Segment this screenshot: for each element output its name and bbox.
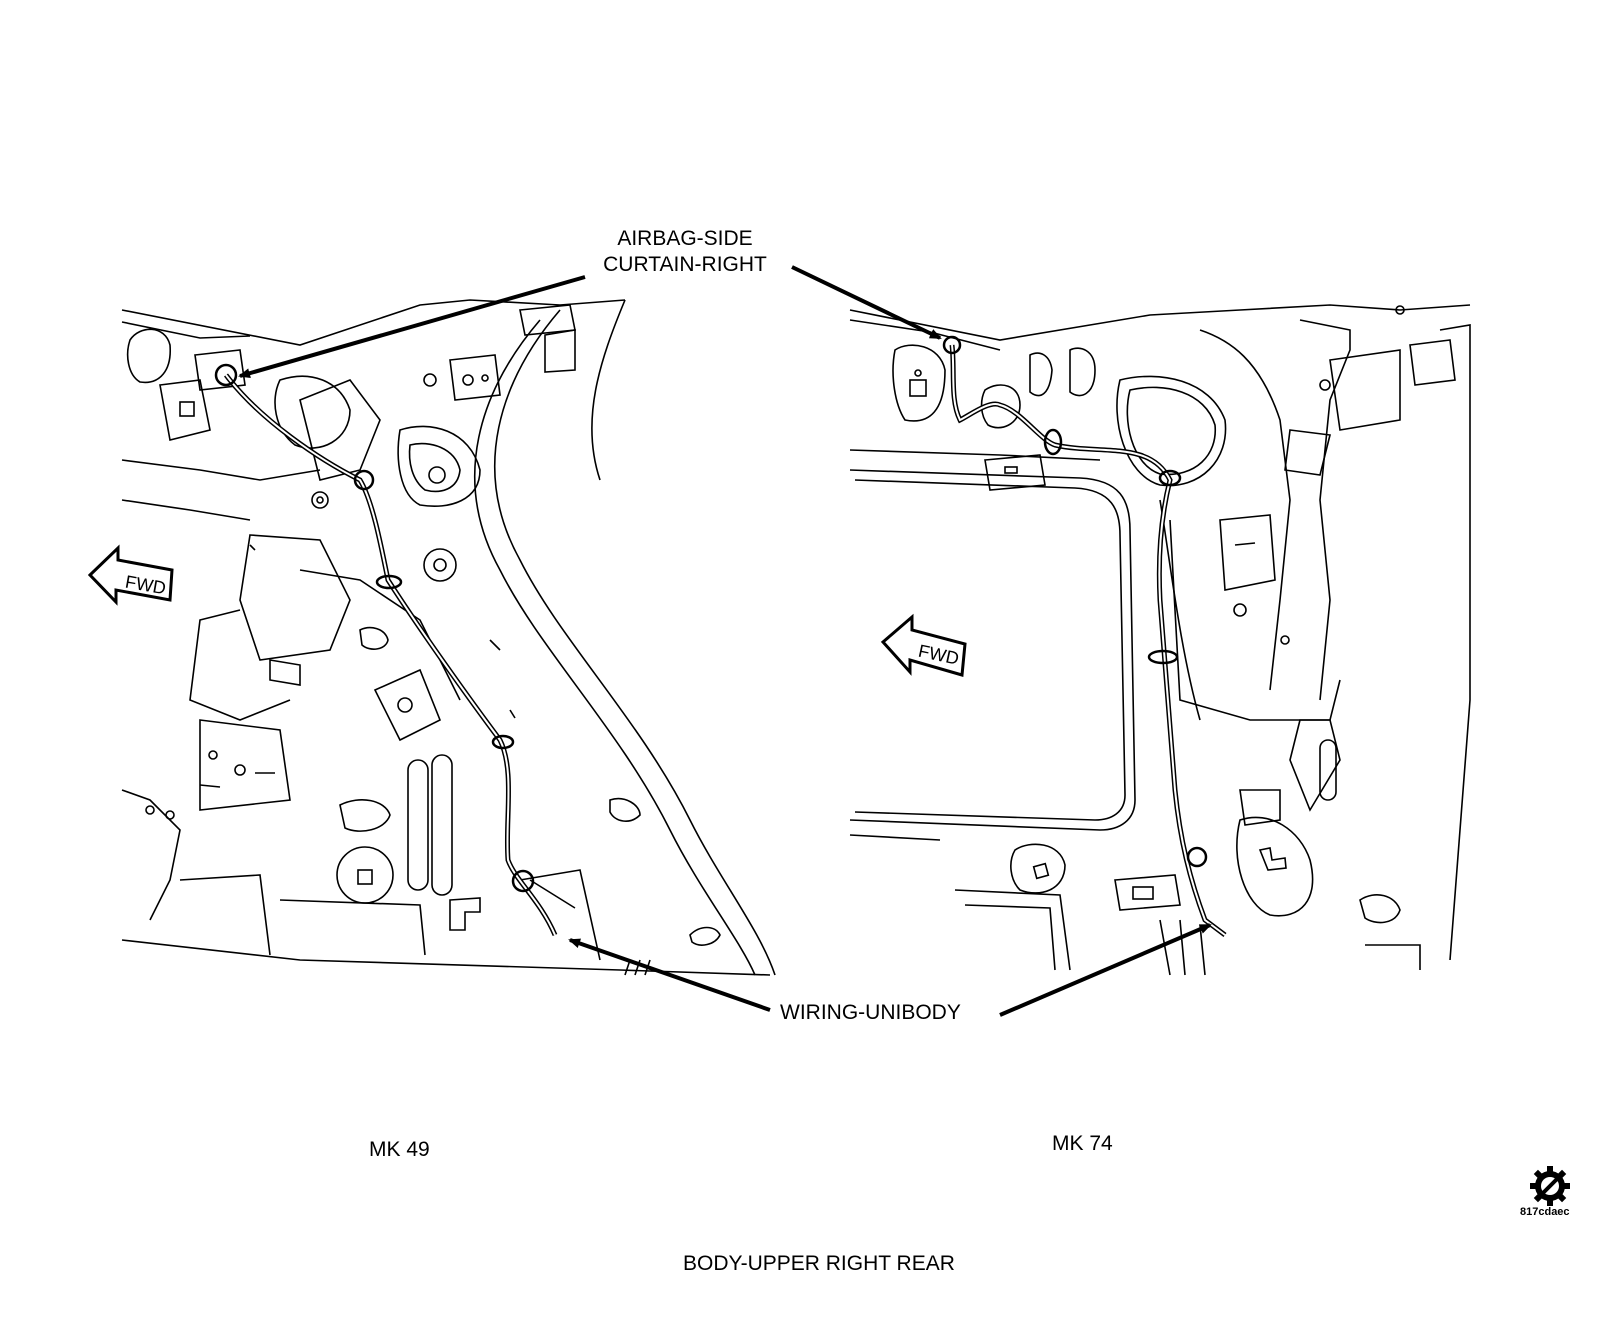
right-view-body-panel	[849, 304, 1471, 976]
left-view-wiring-harness	[214, 363, 576, 936]
right-view-caption: MK 74	[1052, 1132, 1113, 1155]
right-fwd-arrow-icon: FWD	[880, 613, 967, 677]
airbag-callout-label: AIRBAG-SIDE CURTAIN-RIGHT	[560, 226, 810, 278]
airbag-callout-line2: CURTAIN-RIGHT	[603, 253, 767, 276]
airbag-leader-right	[791, 265, 942, 340]
wiring-leader-left	[568, 938, 771, 1012]
gear-no-symbol-icon	[1530, 1166, 1570, 1206]
wiring-callout-label: WIRING-UNIBODY	[780, 1001, 961, 1024]
left-view-body-panel	[121, 299, 776, 976]
leader-arrows	[238, 265, 1212, 1017]
airbag-callout-line1: AIRBAG-SIDE	[617, 227, 753, 250]
diagram-title: BODY-UPPER RIGHT REAR	[683, 1252, 955, 1275]
wiring-leader-right	[999, 923, 1212, 1017]
airbag-leader-left	[238, 275, 586, 379]
right-view-wiring-harness	[942, 335, 1227, 937]
part-number: 817cdaec	[1520, 1206, 1570, 1218]
left-fwd-arrow-icon: FWD	[87, 544, 174, 606]
left-view-caption: MK 49	[369, 1138, 430, 1161]
